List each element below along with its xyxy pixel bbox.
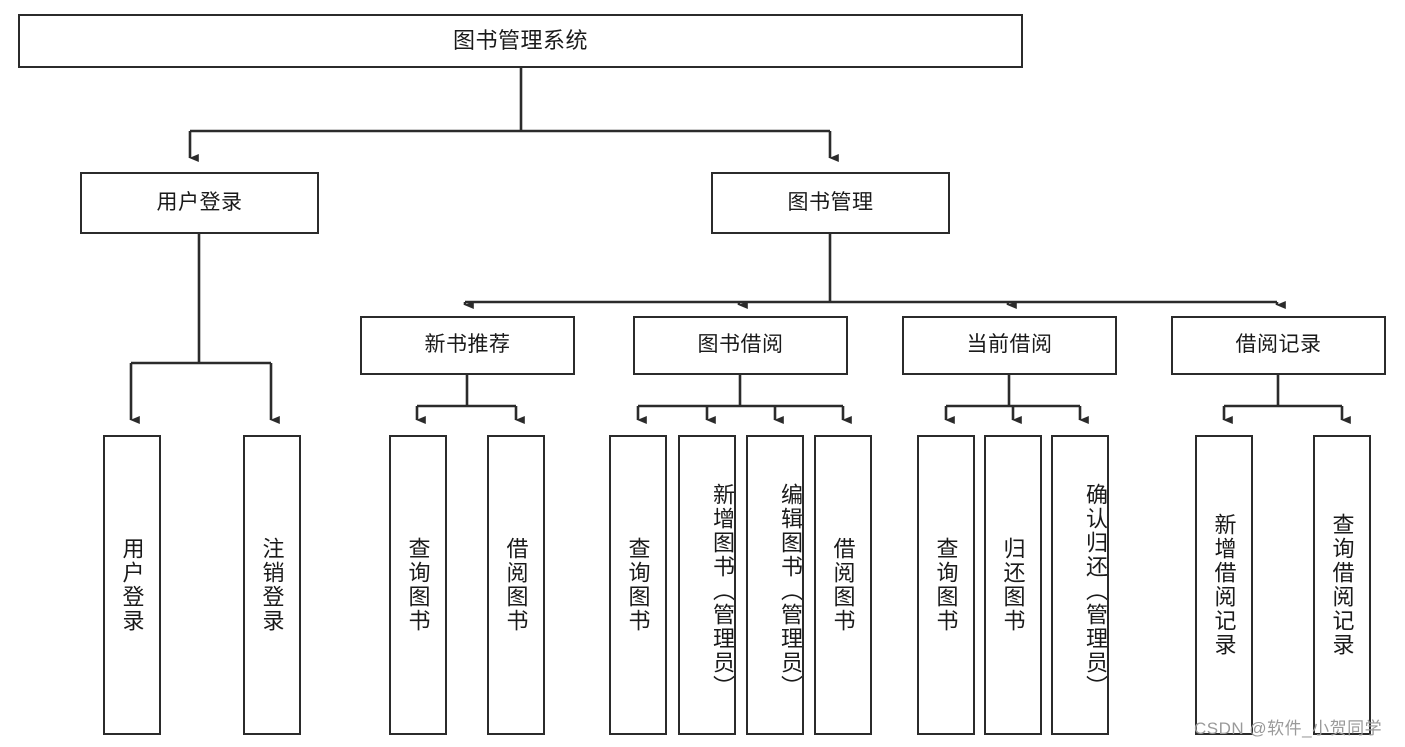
leaf-current-confirm-return-admin[interactable]: 确认归还（管理员） bbox=[1051, 435, 1109, 735]
node-book-borrow[interactable]: 图书借阅 bbox=[633, 316, 848, 375]
leaf-current-query-book[interactable]: 查询图书 bbox=[917, 435, 975, 735]
node-label: 借阅记录 bbox=[1235, 333, 1322, 357]
leaf-new-book-query[interactable]: 查询图书 bbox=[389, 435, 447, 735]
node-user-login[interactable]: 用户登录 bbox=[80, 172, 319, 234]
leaf-record-query-record[interactable]: 查询借阅记录 bbox=[1313, 435, 1371, 735]
node-book-management[interactable]: 图书管理 bbox=[711, 172, 950, 234]
node-label: 新增图书（管理员） bbox=[710, 483, 735, 699]
node-label: 当前借阅 bbox=[966, 333, 1053, 357]
leaf-user-login-login[interactable]: 用户登录 bbox=[103, 435, 161, 735]
node-label: 图书管理系统 bbox=[452, 28, 588, 54]
leaf-current-return-book[interactable]: 归还图书 bbox=[984, 435, 1042, 735]
node-label: 用户登录 bbox=[119, 537, 145, 633]
leaf-borrow-edit-book-admin[interactable]: 编辑图书（管理员） bbox=[746, 435, 804, 735]
node-label: 借阅图书 bbox=[830, 537, 856, 633]
leaf-new-book-borrow[interactable]: 借阅图书 bbox=[487, 435, 545, 735]
node-label: 编辑图书（管理员） bbox=[778, 483, 803, 699]
node-label: 查询图书 bbox=[405, 537, 431, 633]
node-label: 查询图书 bbox=[625, 537, 651, 633]
node-label: 新书推荐 bbox=[424, 333, 511, 357]
node-label: 归还图书 bbox=[1000, 537, 1026, 633]
node-label: 确认归还（管理员） bbox=[1083, 483, 1108, 699]
node-new-book-recommend[interactable]: 新书推荐 bbox=[360, 316, 575, 375]
node-label: 图书管理 bbox=[787, 190, 874, 214]
node-root-system[interactable]: 图书管理系统 bbox=[18, 14, 1023, 68]
node-label: 查询图书 bbox=[933, 537, 959, 633]
node-label: 查询借阅记录 bbox=[1329, 513, 1355, 657]
leaf-borrow-add-book-admin[interactable]: 新增图书（管理员） bbox=[678, 435, 736, 735]
node-label: 注销登录 bbox=[259, 537, 285, 633]
node-current-borrow[interactable]: 当前借阅 bbox=[902, 316, 1117, 375]
leaf-borrow-query-book[interactable]: 查询图书 bbox=[609, 435, 667, 735]
node-label: 借阅图书 bbox=[503, 537, 529, 633]
leaf-user-login-logout[interactable]: 注销登录 bbox=[243, 435, 301, 735]
leaf-borrow-borrow-book[interactable]: 借阅图书 bbox=[814, 435, 872, 735]
node-label: 新增借阅记录 bbox=[1211, 513, 1237, 657]
csdn-watermark: CSDN @软件_小贺同学 bbox=[1194, 719, 1383, 738]
leaf-record-add-record[interactable]: 新增借阅记录 bbox=[1195, 435, 1253, 735]
node-borrow-record[interactable]: 借阅记录 bbox=[1171, 316, 1386, 375]
node-label: 图书借阅 bbox=[697, 333, 784, 357]
node-label: 用户登录 bbox=[156, 190, 243, 214]
